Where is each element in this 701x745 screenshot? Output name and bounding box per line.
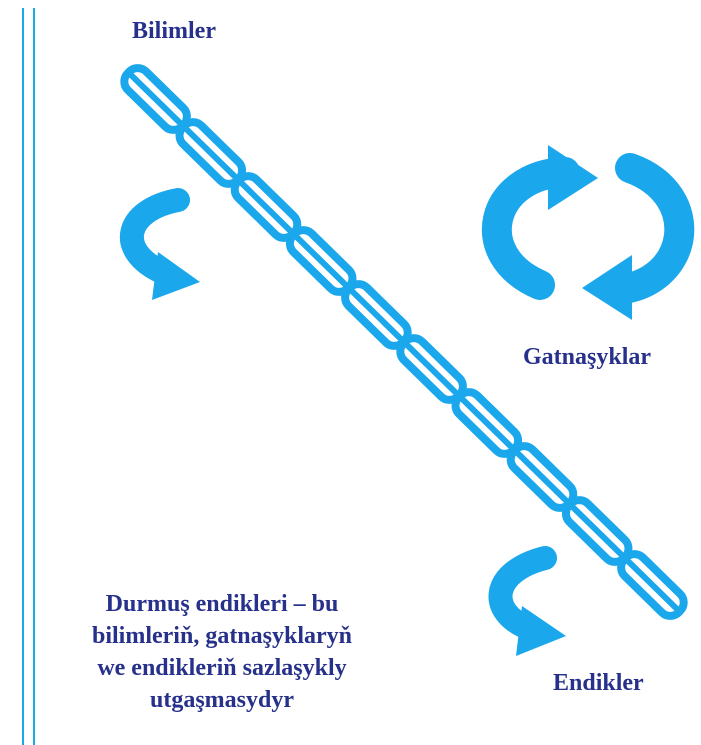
caption-line-1: Durmuş endikleri – bu bbox=[105, 591, 339, 617]
caption-line-4: utgaşmasydyr bbox=[149, 687, 294, 713]
cycle-arrows-icon bbox=[481, 145, 695, 320]
left-rule-2 bbox=[33, 8, 35, 745]
label-endikler: Endikler bbox=[553, 670, 644, 696]
caption-line-2: bilimleriň, gatnaşyklaryň bbox=[91, 623, 353, 649]
caption-line-3: we endikleriň sazlaşykly bbox=[97, 655, 347, 681]
label-bilimler: Bilimler bbox=[132, 18, 216, 44]
rotate-arrow-icon-2 bbox=[488, 546, 566, 656]
left-rule-1 bbox=[22, 8, 24, 745]
rotate-arrow-icon bbox=[119, 188, 200, 300]
caption-text: Durmuş endikleri – bu bilimleriň, gatnaş… bbox=[72, 588, 372, 716]
label-gatnasyklar: Gatnaşyklar bbox=[523, 344, 652, 370]
chain-icon bbox=[120, 64, 688, 620]
chain-link bbox=[617, 550, 688, 620]
